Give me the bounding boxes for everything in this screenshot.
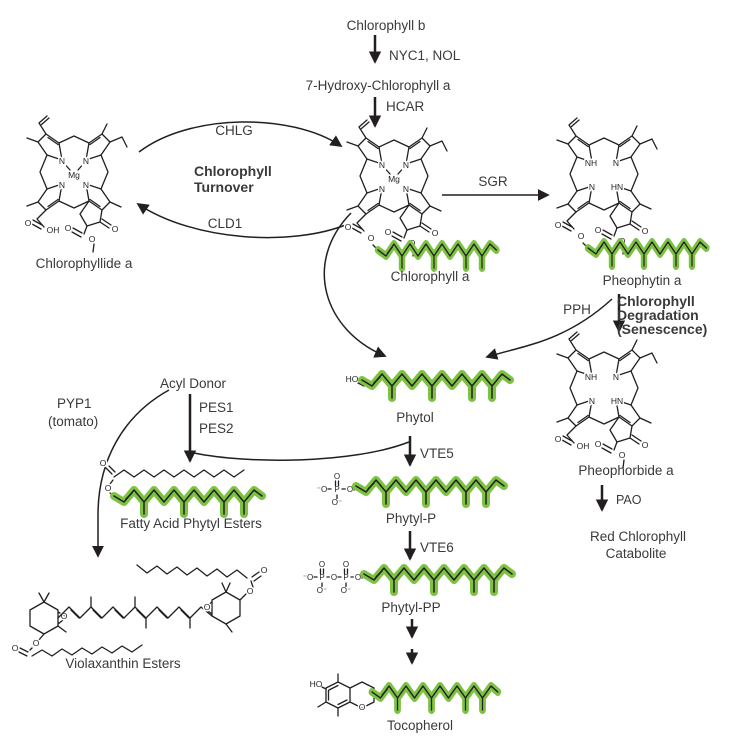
- phytyl-p-chain: [356, 480, 504, 504]
- fape-phytyl-chain: [114, 490, 262, 514]
- degradation-title-line2: Degradation: [617, 307, 699, 323]
- fatty-acyl-chain-top: [136, 564, 248, 579]
- structure-violaxanthin-esters: O O O O O O: [10, 564, 269, 657]
- svg-text:O: O: [261, 565, 268, 575]
- label-chlorophyll-a: Chlorophyll a: [391, 269, 470, 284]
- enzyme-chlg: CHLG: [215, 123, 253, 138]
- structure-chlorophyllide-a: [23, 114, 129, 254]
- svg-text:O: O: [204, 602, 211, 612]
- curve-phytol-to-pes: [193, 441, 410, 461]
- enzyme-vte5: VTE5: [420, 446, 454, 461]
- phytol-ho-label: HO: [346, 374, 359, 384]
- phytol-chain: [362, 374, 510, 398]
- enzyme-pao: PAO: [616, 493, 642, 507]
- enzyme-nyc1-nol: NYC1, NOL: [389, 48, 461, 63]
- degradation-title-line3: (Senescence): [617, 321, 707, 337]
- ionone-ring-right: [211, 591, 241, 625]
- label-tocopherol: Tocopherol: [387, 718, 453, 733]
- turnover-title-line2: Turnover: [194, 179, 254, 195]
- enzyme-pyp1: PYP1: [57, 396, 92, 411]
- arrow-chla-to-phytol: [323, 212, 387, 358]
- svg-text:O: O: [247, 586, 254, 596]
- svg-text:O: O: [355, 573, 361, 582]
- arrow-pyp1: [92, 389, 170, 558]
- enzyme-pes1: PES1: [199, 400, 234, 415]
- polyene-chain: [57, 606, 213, 619]
- phytyl-pp-chain: [364, 568, 512, 592]
- svg-text:O: O: [61, 611, 68, 621]
- chlorophyll-a-phytyl-tail: [378, 244, 496, 268]
- svg-text:⁻O: ⁻O: [303, 573, 313, 582]
- label-phytyl-pp: Phytyl-PP: [381, 600, 440, 615]
- label-red-chlorophyll-catabolite-line2: Catabolite: [606, 546, 667, 561]
- label-chlorophyllide-a: Chlorophyllide a: [36, 256, 133, 271]
- enzyme-vte6: VTE6: [420, 540, 454, 555]
- enzyme-cld1: CLD1: [208, 216, 243, 231]
- structure-tocopherol: HO O: [308, 673, 498, 717]
- label-red-chlorophyll-catabolite-line1: Red Chlorophyll: [590, 529, 686, 544]
- label-phytol: Phytol: [396, 410, 434, 425]
- degradation-title-line1: Chlorophyll: [617, 293, 695, 309]
- phytol-ho-bond: [357, 382, 365, 387]
- structure-phytyl-p: ⁻O O: [315, 470, 504, 509]
- enzyme-pes2: PES2: [199, 421, 234, 436]
- svg-text:O: O: [100, 458, 107, 468]
- enzyme-pph: PPH: [563, 302, 591, 317]
- pheophytin-a-phytyl-tail: [588, 242, 706, 266]
- svg-text:O: O: [359, 702, 366, 712]
- svg-text:HO: HO: [310, 679, 323, 689]
- label-acyl-donor: Acyl Donor: [160, 376, 227, 391]
- arrow-cld1: [136, 202, 349, 239]
- label-pheophytin-a: Pheophytin a: [603, 273, 682, 288]
- fatty-acyl-chain-bottom: [31, 644, 143, 657]
- svg-text:O: O: [12, 643, 19, 653]
- svg-text:⁻O: ⁻O: [317, 485, 327, 494]
- label-phytyl-p: Phytyl-P: [386, 511, 436, 526]
- arrow-chlg: [138, 121, 343, 153]
- label-fatty-acid-phytyl-esters: Fatty Acid Phytyl Esters: [120, 516, 262, 531]
- structure-pheophorbide-a: [553, 330, 659, 470]
- compound-chlorophyll-b: Chlorophyll b: [347, 18, 426, 33]
- structure-fatty-acid-phytyl-esters: O O: [98, 457, 262, 514]
- svg-text:O: O: [331, 573, 337, 582]
- structure-pheophytin-a: [553, 116, 659, 256]
- compound-7-hydroxy-chlorophyll-a: 7-Hydroxy-Chlorophyll a: [306, 78, 451, 93]
- svg-text:O: O: [33, 638, 40, 648]
- enzyme-sgr: SGR: [478, 174, 508, 189]
- fatty-acid-chain: [113, 469, 245, 478]
- label-pheophorbide-a: Pheophorbide a: [578, 463, 674, 478]
- svg-text:O: O: [347, 485, 353, 494]
- turnover-title-line1: Chlorophyll: [194, 163, 272, 179]
- enzyme-pyp1-note: (tomato): [48, 414, 98, 429]
- svg-text:O: O: [105, 483, 112, 493]
- ionone-ring-left: [29, 601, 59, 635]
- label-violaxanthin-esters: Violaxanthin Esters: [65, 656, 181, 671]
- tocopherol-phytyl-tail: [372, 686, 498, 710]
- structure-phytyl-pp: ⁻O O O: [301, 558, 512, 597]
- arrow-pph: [485, 298, 613, 360]
- enzyme-hcar: HCAR: [386, 99, 425, 114]
- structure-chlorophyll-a: [343, 118, 449, 258]
